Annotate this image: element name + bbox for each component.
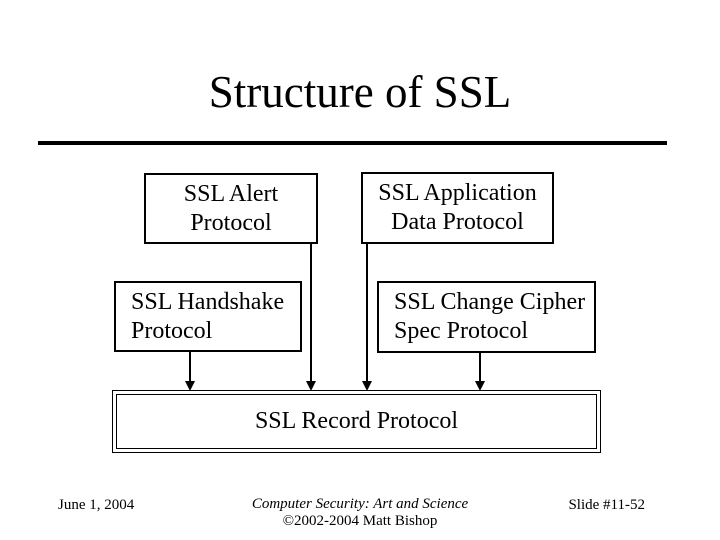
footer-attribution: Computer Security: Art and Science ©2002… (0, 496, 720, 530)
box-label: SSL Alert (183, 180, 279, 207)
footer-date: June 1, 2004 (58, 497, 135, 513)
box-label: SSL Change Cipher (394, 289, 586, 315)
footer-slide-number: Slide #11-52 (568, 497, 645, 513)
title-divider-rule (38, 141, 667, 145)
footer-book-title: Computer Security: Art and Science (251, 496, 469, 512)
box-label: Protocol (131, 317, 213, 344)
box-ssl-record-protocol: SSL Record Protocol (112, 390, 601, 453)
arrow-stem (188, 352, 192, 381)
box-label: Spec Protocol (394, 318, 528, 344)
box-ssl-handshake-protocol: SSL Handshake Protocol (114, 281, 302, 352)
box-ssl-record-protocol-inner: SSL Record Protocol (116, 394, 597, 449)
box-ssl-change-cipher-spec-protocol: SSL Change Cipher Spec Protocol (377, 281, 596, 353)
arrow-stem (309, 244, 313, 381)
arrowhead-icon (474, 381, 485, 391)
slide-title: Structure of SSL (208, 67, 512, 117)
footer-copyright: ©2002-2004 Matt Bishop (282, 513, 438, 529)
box-label: SSL Application (378, 180, 537, 206)
box-label: SSL Handshake (131, 288, 285, 315)
box-ssl-application-data-protocol: SSL Application Data Protocol (361, 172, 554, 244)
box-label: Data Protocol (391, 209, 524, 235)
box-ssl-alert-protocol: SSL Alert Protocol (144, 173, 318, 244)
arrowhead-icon (305, 381, 316, 391)
box-label: Protocol (190, 209, 272, 236)
box-label: SSL Record Protocol (254, 408, 459, 434)
arrow-stem (478, 353, 482, 381)
arrowhead-icon (184, 381, 195, 391)
arrow-stem (365, 244, 369, 381)
arrowhead-icon (361, 381, 372, 391)
